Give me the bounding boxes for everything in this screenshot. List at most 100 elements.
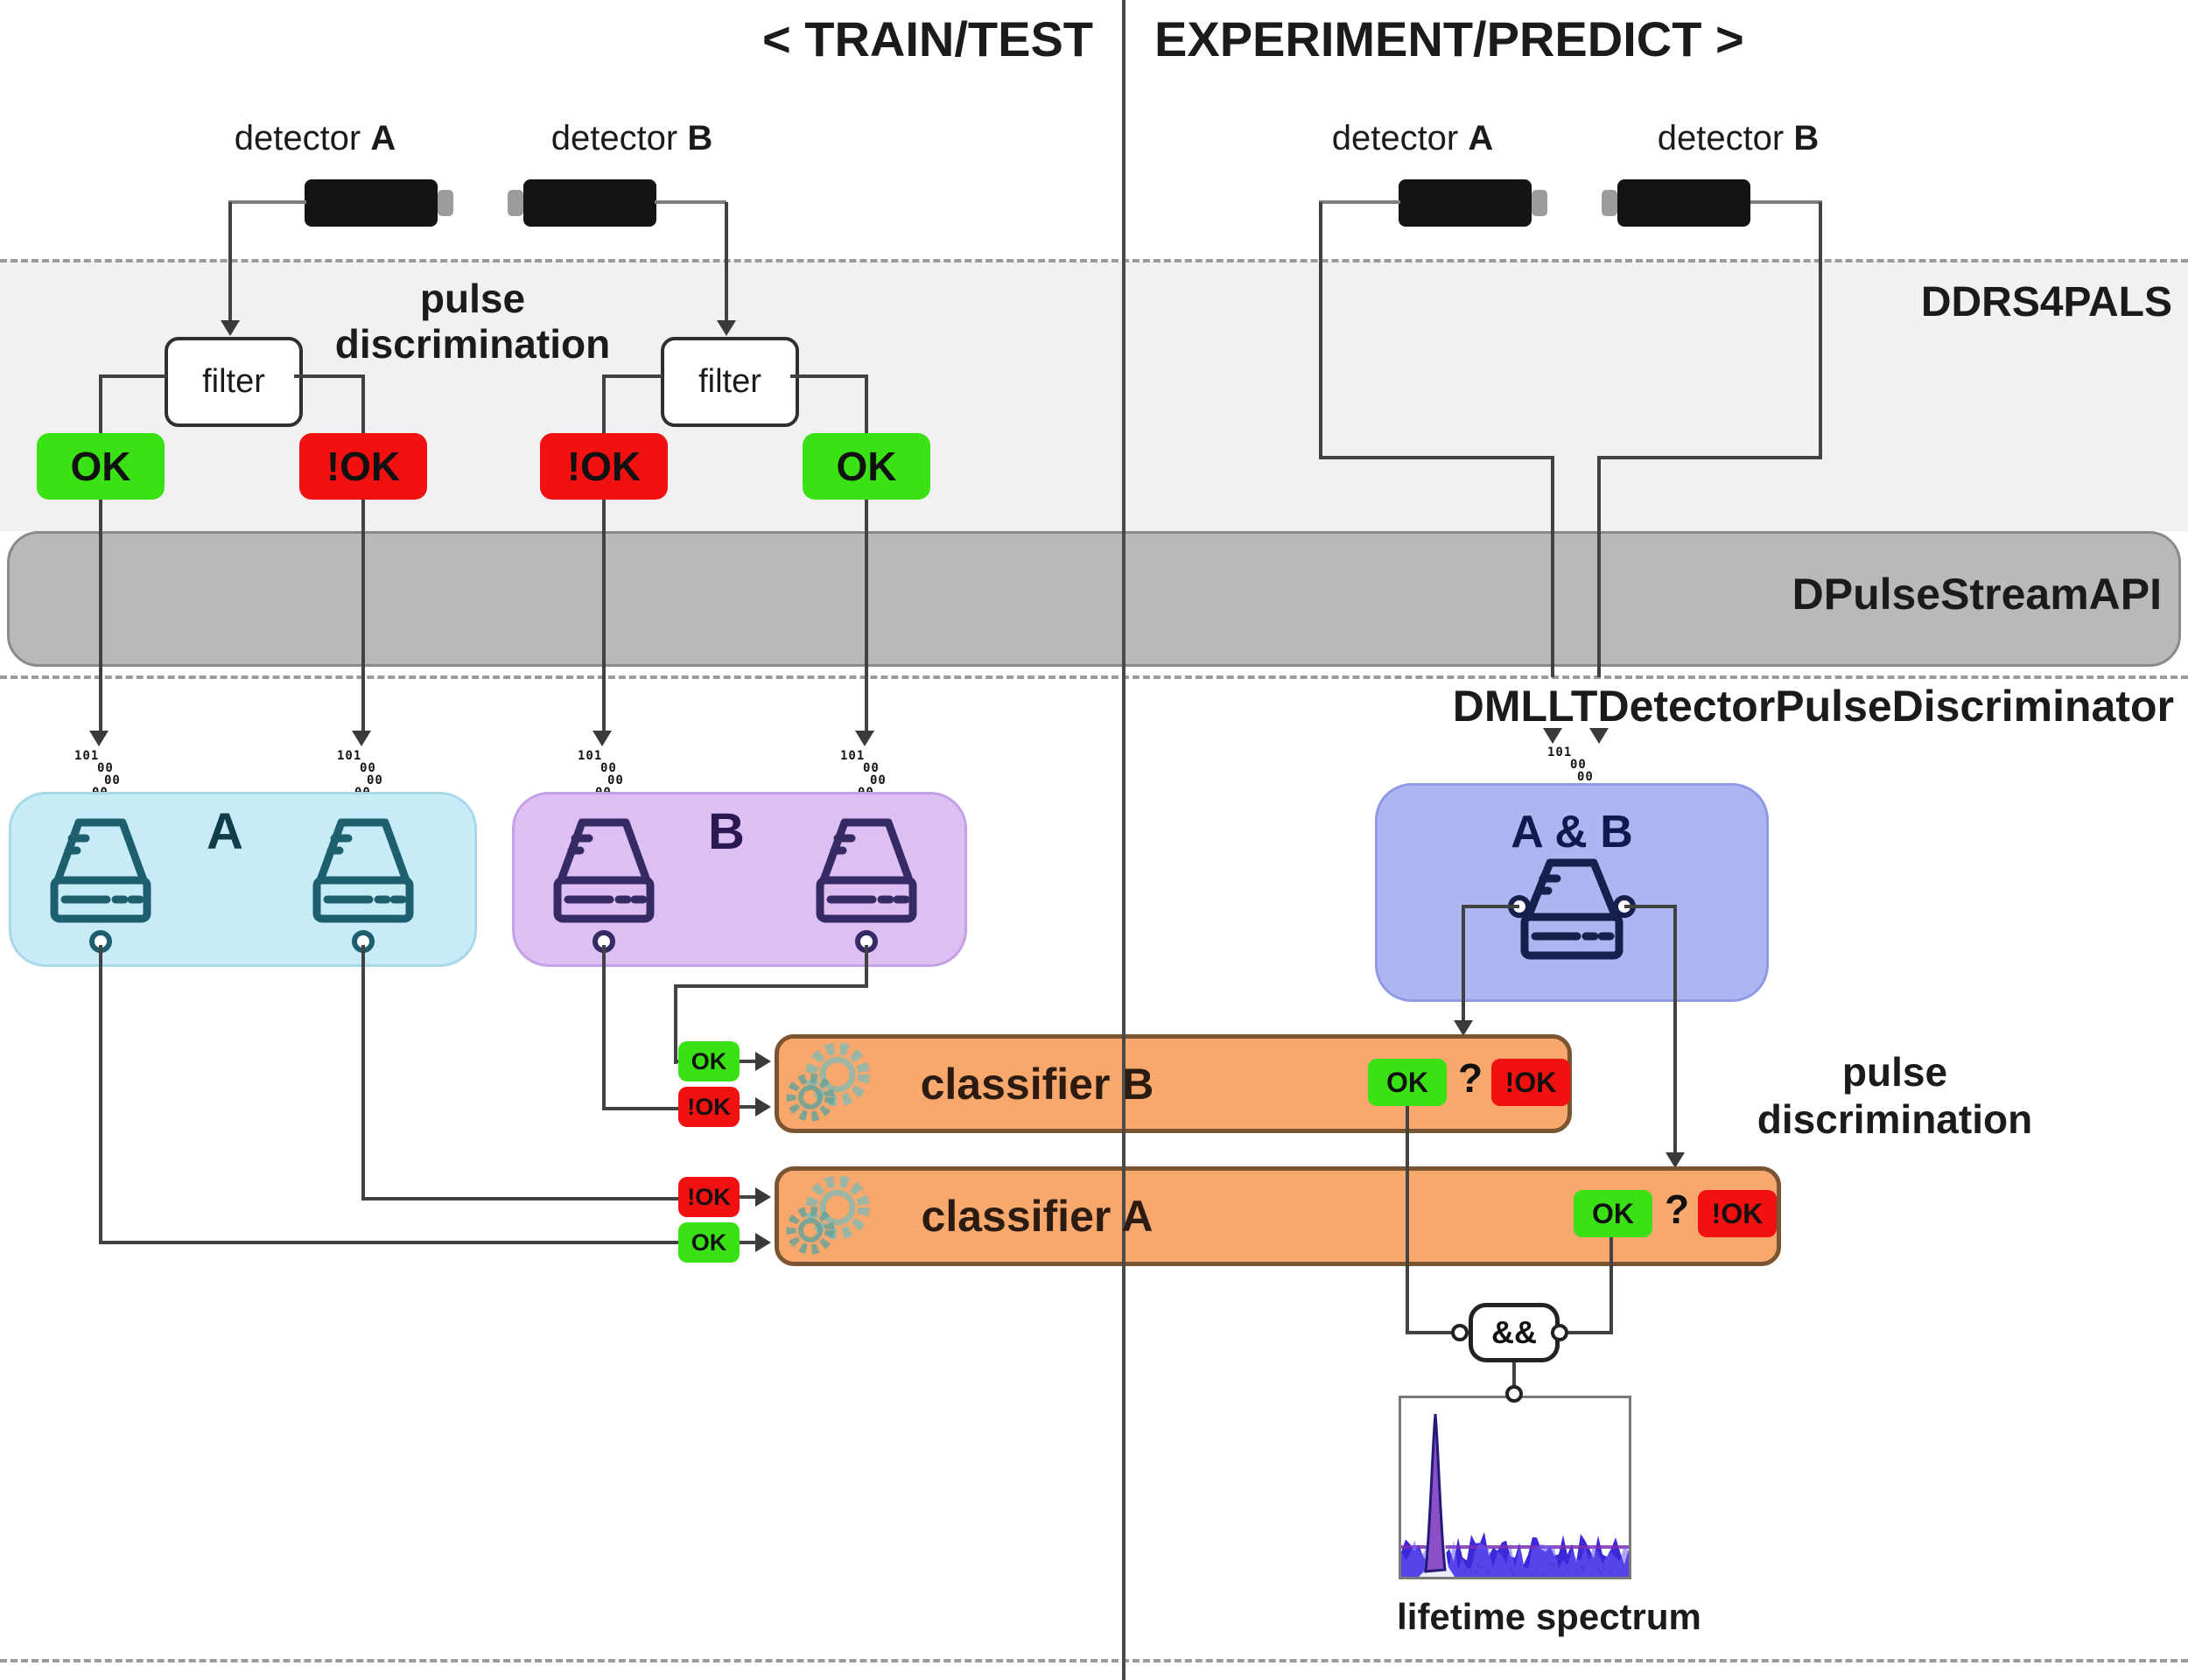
stream-bits: 101	[74, 749, 100, 763]
classifier-a-label: classifier A	[921, 1192, 1154, 1241]
classifier-a-output-ok-badge: OK	[1574, 1190, 1652, 1237]
stream-bits: 00	[97, 761, 114, 775]
filter-b-nok-wire	[602, 374, 663, 378]
ab-left-connector-wire	[1463, 905, 1519, 908]
classifier-a-input-ok-badge: OK	[678, 1222, 740, 1263]
ab-to-classifier-b-wire	[1462, 905, 1465, 1022]
detector-a-predict-wire-down	[1319, 202, 1322, 458]
pulse-discrimination-label-train-line2: discrimination	[334, 321, 611, 367]
detector-word: detector	[551, 119, 678, 158]
classifier-a-question-mark: ?	[1664, 1186, 1690, 1232]
classifier-b-ok-wire	[1406, 1106, 1409, 1333]
lifetime-spectrum-curve	[1401, 1413, 1629, 1577]
filter-b-ok-wire	[790, 374, 868, 378]
classifier-b-output-nok-badge: !OK	[1491, 1059, 1570, 1106]
ab-right-connector-wire	[1624, 905, 1677, 908]
pulse-discrimination-label-predict-line2: discrimination	[1757, 1096, 2033, 1142]
filter-a-box: filter	[165, 337, 303, 427]
filter-b-ok-wire-down	[865, 376, 868, 433]
drive-b2-wire-down	[674, 984, 677, 1064]
filter-a-nok-wire-down	[361, 376, 365, 433]
status-badge-ok: OK	[803, 433, 930, 500]
detector-a-train-label: detector A	[175, 119, 455, 158]
filter-label: filter	[698, 363, 761, 400]
status-badge-nok: !OK	[540, 433, 668, 500]
drive-b2-to-ok-wire	[674, 1060, 681, 1063]
arrow-into-ab-stream-icon	[1589, 728, 1609, 744]
detector-letter: B	[687, 119, 713, 158]
stream-bits: 00	[1577, 770, 1594, 784]
detector-a-predict-icon	[1399, 179, 1532, 227]
lifetime-spectrum-plot	[1399, 1396, 1631, 1579]
ddrs4pals-label: DDRS4PALS	[1920, 279, 2172, 326]
detector-b-train-wire	[655, 200, 726, 204]
detector-b-train-wire-down	[725, 202, 728, 320]
stream-bits: 00	[367, 774, 383, 788]
group-b-label: B	[708, 802, 745, 860]
drive-b1-wire	[602, 945, 606, 1109]
classifier-a-input-nok-badge: !OK	[678, 1177, 740, 1217]
drive-a2-to-nok-wire	[361, 1197, 678, 1200]
classifier-b-output-ok-badge: OK	[1368, 1059, 1447, 1106]
predict-a-jog-wire	[1319, 456, 1554, 459]
filter-label: filter	[202, 363, 265, 400]
nok-a-stream-wire	[361, 500, 365, 731]
experiment-predict-header: EXPERIMENT/PREDICT >	[1154, 11, 1744, 66]
filter-a-ok-wire-down	[99, 376, 102, 433]
pulse-discrimination-label-train-line1: pulse	[419, 276, 526, 321]
detector-b-predict-wire-down	[1819, 202, 1822, 458]
detector-word: detector	[1657, 119, 1785, 158]
predict-b-jog-wire	[1597, 456, 1822, 459]
and-gate-right-connector-icon	[1551, 1324, 1568, 1341]
drive-a1-wire	[99, 945, 102, 1242]
classifier-b-ok-wire-in	[1406, 1331, 1460, 1334]
arrow-into-classifier-a-icon	[1666, 1152, 1685, 1168]
nok-b-stream-wire	[602, 500, 606, 731]
status-badge-ok: OK	[37, 433, 165, 500]
stream-bits: 00	[863, 761, 880, 775]
train-predict-divider-line	[1122, 0, 1126, 1680]
input-wire	[740, 1060, 755, 1063]
stream-bits: 00	[870, 774, 887, 788]
arrow-into-classifier-b-icon	[755, 1052, 771, 1071]
input-wire	[740, 1195, 755, 1199]
detector-b-predict-label: detector B	[1598, 119, 1878, 158]
detector-b-train-nub-icon	[508, 190, 523, 216]
train-test-header: < TRAIN/TEST	[761, 11, 1093, 66]
arrow-into-classifier-a-icon	[755, 1187, 771, 1207]
stream-bits: 00	[360, 761, 376, 775]
and-gate-label: &&	[1491, 1314, 1537, 1350]
arrow-into-ab-stream-icon	[1543, 728, 1562, 744]
pulse-discrimination-label-predict-line1: pulse	[1841, 1049, 1948, 1095]
storage-drive-icon	[312, 818, 414, 953]
ok-b-stream-wire	[865, 500, 868, 731]
spectrum-connector-icon	[1505, 1385, 1523, 1403]
stream-bits: 00	[104, 774, 121, 788]
ab-to-classifier-a-wire	[1673, 905, 1677, 1154]
predict-b-stream-wire	[1597, 456, 1601, 677]
band-top-dashed-divider	[0, 259, 2188, 262]
arrow-into-stream-icon	[352, 731, 371, 746]
input-wire	[740, 1105, 755, 1109]
stream-bits: 101	[337, 749, 362, 763]
detector-a-train-icon	[305, 179, 438, 227]
detector-b-predict-nub-icon	[1602, 190, 1617, 216]
classifier-gears-icon	[786, 1175, 870, 1255]
detector-a-predict-nub-icon	[1532, 190, 1547, 216]
storage-drive-icon	[816, 818, 917, 953]
classifier-b-input-nok-badge: !OK	[678, 1087, 740, 1127]
classifier-a-output-nok-badge: !OK	[1698, 1190, 1777, 1237]
detector-a-train-wire-down	[228, 202, 232, 320]
group-a-label: A	[207, 802, 243, 860]
detector-a-predict-label: detector A	[1273, 119, 1553, 158]
classifier-b-question-mark: ?	[1457, 1055, 1483, 1101]
lifetime-spectrum-caption: lifetime spectrum	[1397, 1596, 1701, 1637]
detector-letter: A	[370, 119, 396, 158]
drive-a2-wire	[361, 945, 365, 1199]
detector-a-train-wire	[228, 200, 306, 204]
drive-b2-jog-wire	[674, 984, 868, 988]
input-wire	[740, 1241, 755, 1244]
storage-drive-ab-icon	[1508, 858, 1636, 960]
filter-b-nok-wire-down	[602, 376, 606, 433]
